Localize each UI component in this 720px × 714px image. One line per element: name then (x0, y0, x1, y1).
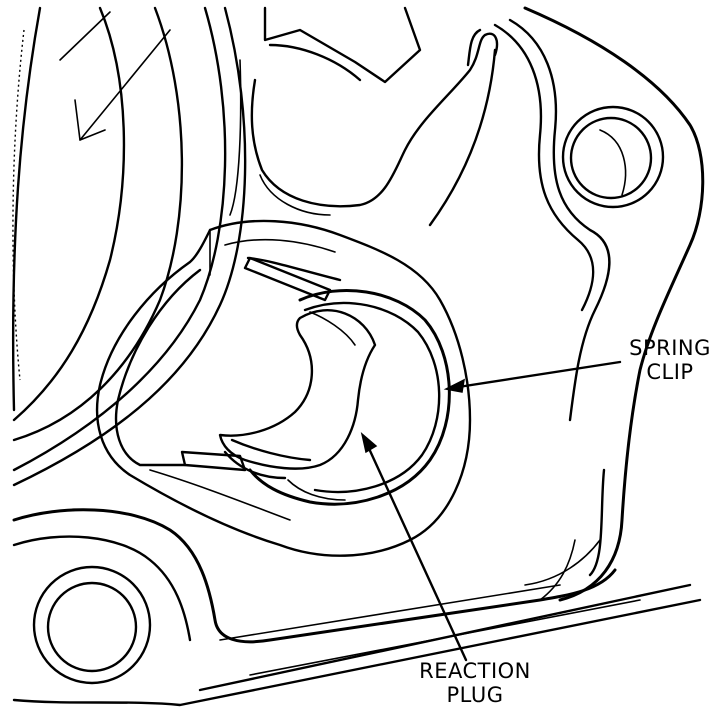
spring-clip-label-line1: SPRING (629, 336, 711, 360)
leader-lines (360, 360, 622, 662)
spring-clip-label-line2: CLIP (646, 360, 694, 384)
spring-clip-leader (450, 360, 622, 390)
reaction-plug-label: REACTION PLUG (410, 659, 540, 707)
right-body (493, 6, 705, 602)
reaction-plug-label-line1: REACTION (419, 659, 531, 683)
reaction-plug-leader (364, 440, 468, 662)
reaction-plug-arrowhead (360, 431, 378, 454)
spring-clip-arrowhead (443, 378, 465, 393)
upper-casting (229, 6, 499, 227)
lower-casting (12, 508, 702, 707)
left-housing (11, 6, 247, 487)
plug-pocket (95, 219, 472, 557)
spring-clip (248, 289, 451, 506)
reaction-plug-label-line2: PLUG (446, 683, 504, 707)
reaction-plug (218, 309, 377, 480)
spring-clip-label: SPRING CLIP (622, 336, 718, 384)
